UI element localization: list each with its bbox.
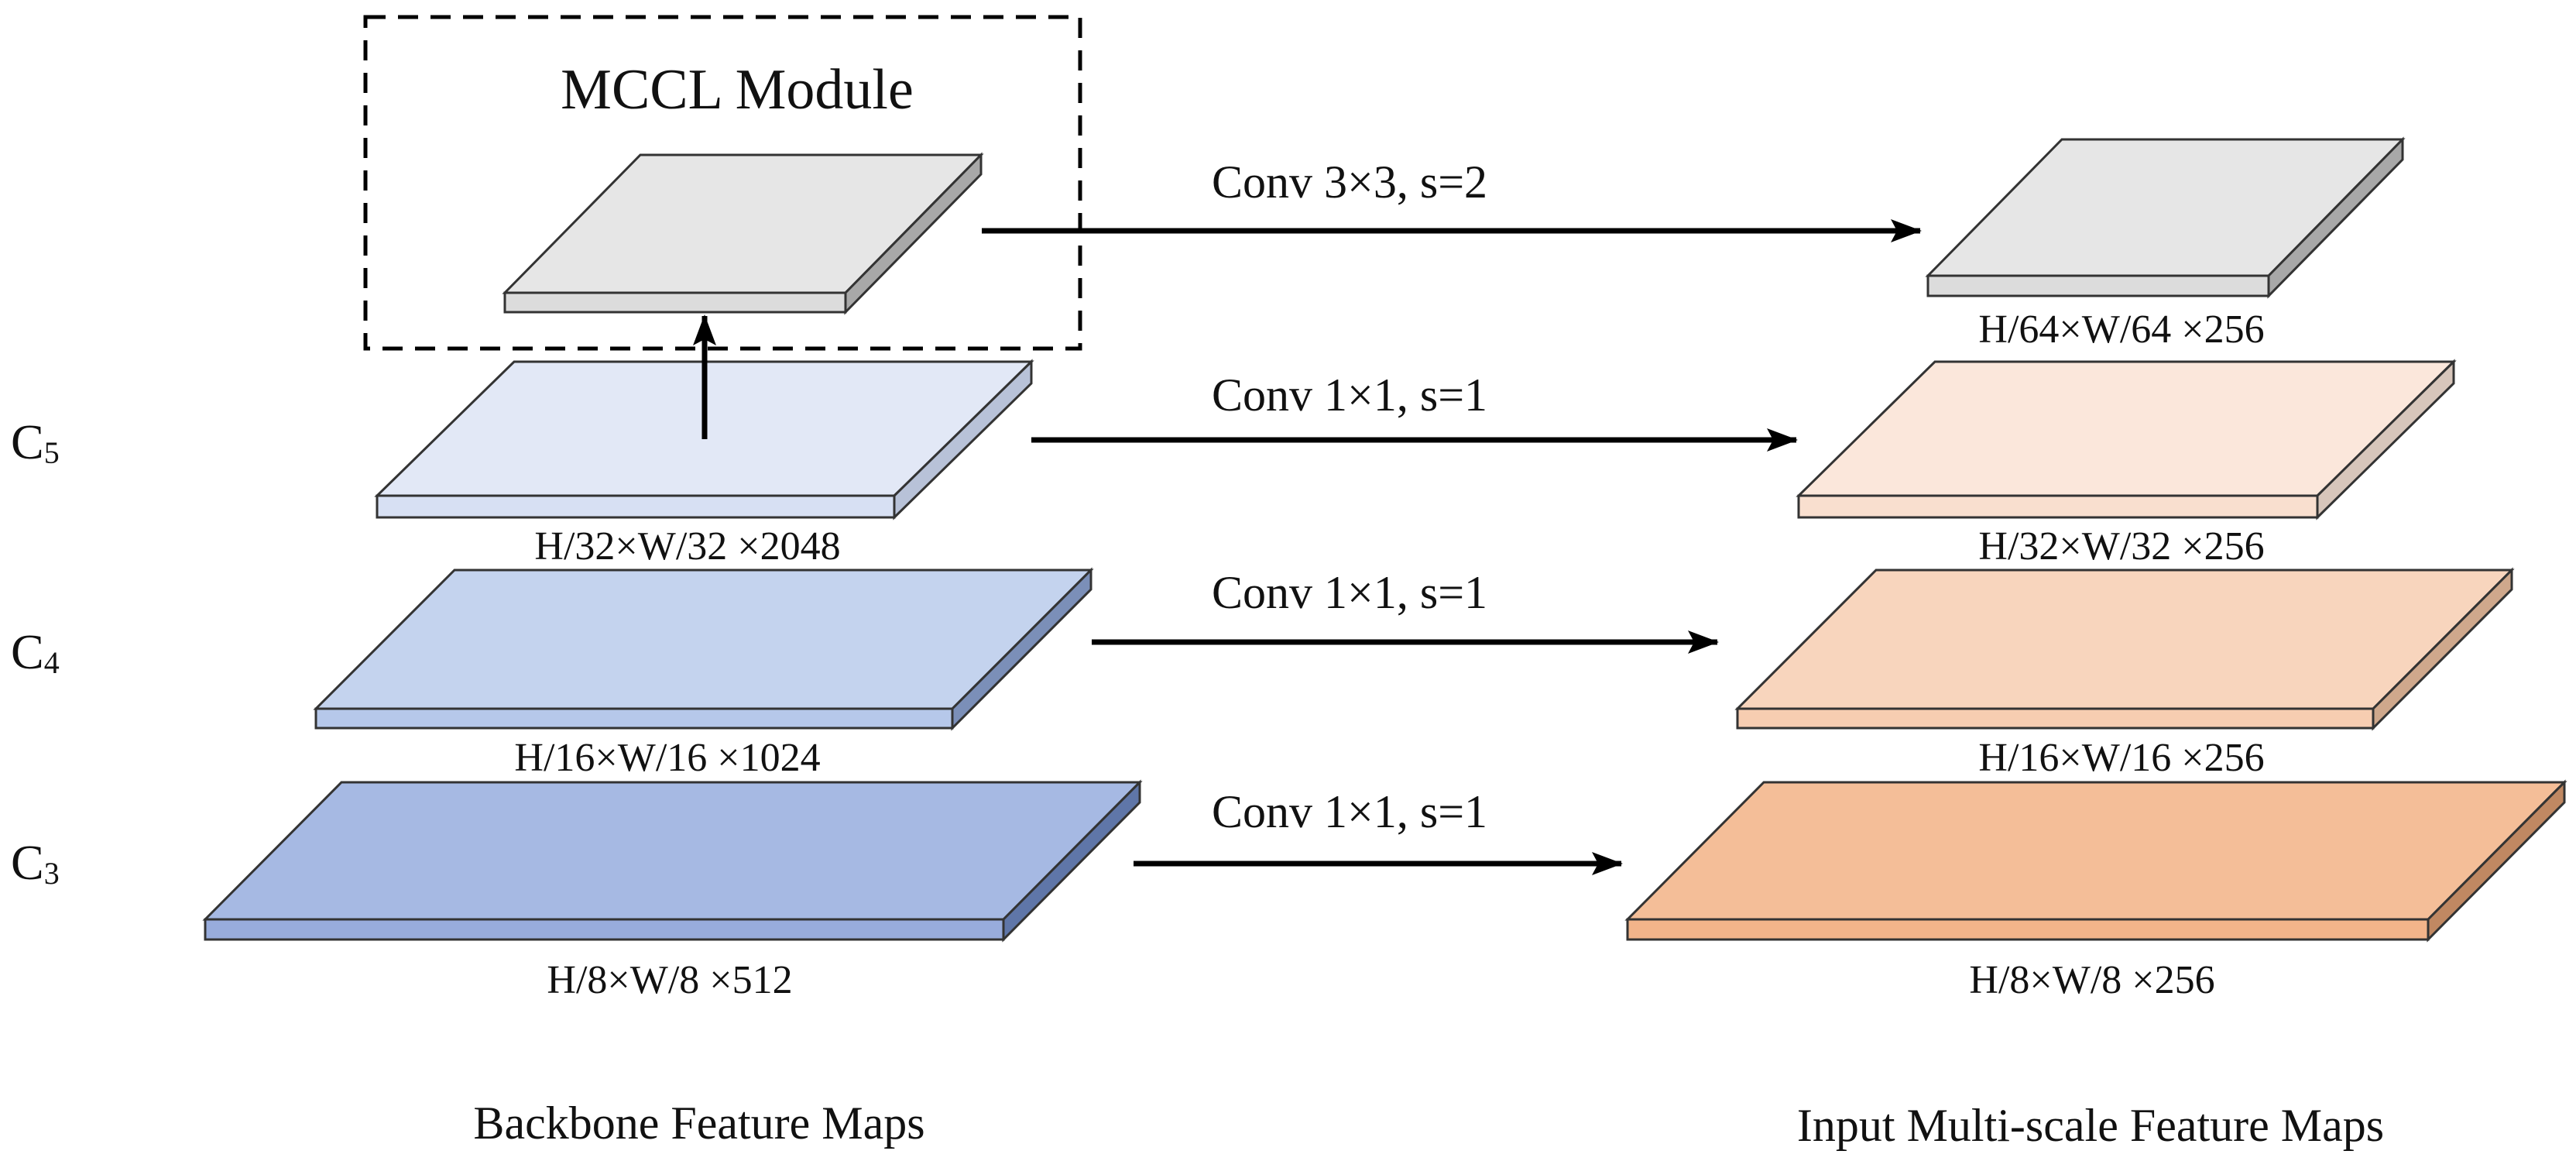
right-section-caption: Input Multi-scale Feature Maps xyxy=(1797,1100,2384,1151)
left-section-caption: Backbone Feature Maps xyxy=(473,1098,924,1149)
map-side-face xyxy=(2427,779,2566,943)
op-label-c5: Conv 1×1, s=1 xyxy=(1212,369,1487,421)
backbone-map-c6 xyxy=(502,152,984,315)
backbone-map-c3 xyxy=(202,779,1143,943)
map-side-face xyxy=(2267,136,2404,299)
map-top-face xyxy=(202,781,1143,921)
output-map-p6 xyxy=(1925,136,2406,299)
output-dim-p6: H/64×W/64 ×256 xyxy=(1978,307,2264,352)
map-front-face xyxy=(314,707,954,730)
output-map-p4 xyxy=(1734,567,2515,731)
map-front-face xyxy=(204,918,1005,941)
mccl-module-box xyxy=(363,15,1082,351)
mccl-module-title: MCCL Module xyxy=(561,58,914,122)
output-dim-p5: H/32×W/32 ×256 xyxy=(1978,524,2264,569)
map-front-face xyxy=(1797,494,2319,519)
map-side-face xyxy=(1002,779,1141,943)
level-label-c4: C4 xyxy=(11,624,60,680)
backbone-map-c4 xyxy=(313,567,1094,731)
map-side-face xyxy=(893,359,1033,520)
map-front-face xyxy=(376,494,896,519)
level-label-c3: C3 xyxy=(11,835,60,891)
map-side-face xyxy=(2316,359,2455,520)
op-label-c6: Conv 3×3, s=2 xyxy=(1212,156,1487,208)
backbone-dim-c5: H/32×W/32 ×2048 xyxy=(534,524,840,569)
map-top-face xyxy=(502,153,984,294)
output-map-p3 xyxy=(1624,779,2567,943)
output-map-p5 xyxy=(1796,359,2457,520)
map-side-face xyxy=(951,567,1092,731)
map-top-face xyxy=(1624,781,2567,921)
output-dim-p3: H/8×W/8 ×256 xyxy=(1969,958,2214,1002)
map-front-face xyxy=(1736,707,2375,730)
map-front-face xyxy=(1926,274,2270,297)
output-dim-p4: H/16×W/16 ×256 xyxy=(1978,736,2264,780)
map-top-face xyxy=(1925,138,2406,277)
backbone-dim-c4: H/16×W/16 ×1024 xyxy=(514,736,820,780)
map-side-face xyxy=(844,152,983,315)
map-front-face xyxy=(1626,918,2430,941)
backbone-dim-c3: H/8×W/8 ×512 xyxy=(547,958,792,1002)
op-label-c3: Conv 1×1, s=1 xyxy=(1212,786,1487,837)
level-label-c5: C5 xyxy=(11,414,60,470)
map-side-face xyxy=(2372,567,2513,731)
op-label-c4: Conv 1×1, s=1 xyxy=(1212,567,1487,618)
map-front-face xyxy=(503,291,847,314)
